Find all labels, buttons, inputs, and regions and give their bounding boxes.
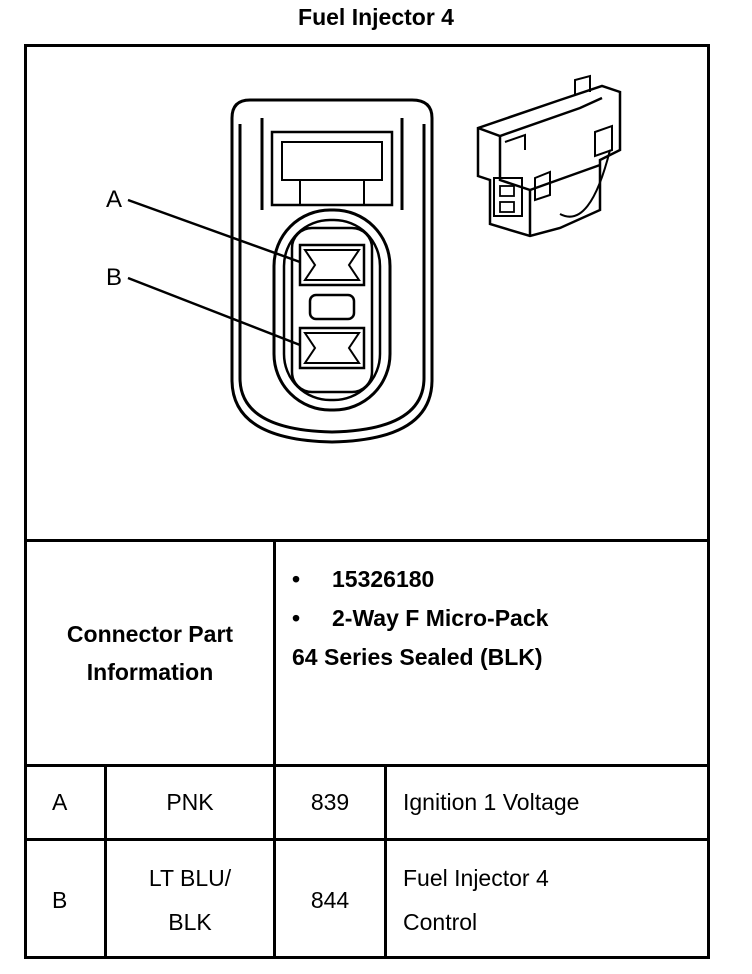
wire-color: PNK	[166, 789, 214, 815]
circuit-cell: 844	[276, 841, 384, 959]
pin-a-label: A	[106, 186, 122, 213]
divider	[24, 539, 710, 542]
part-info-details: • 15326180 • 2-Way F Micro-Pack 64 Series …	[292, 560, 702, 677]
divider	[104, 764, 107, 959]
pin-cell: A	[52, 767, 67, 838]
pin-id: B	[52, 886, 68, 913]
pin-a-leader	[127, 198, 301, 264]
wire-color-cell: LT BLU/ BLK	[107, 841, 273, 959]
divider	[384, 764, 387, 959]
circuit-function-line: Fuel Injector 4	[403, 865, 549, 891]
bullet: •	[292, 566, 301, 592]
pin-b-leader	[127, 276, 301, 347]
circuit-function-line: Control	[403, 909, 478, 935]
connector-family: • 2-Way F Micro-Pack	[292, 599, 702, 638]
part-info-label: Connector Part Information	[27, 542, 273, 764]
divider	[24, 838, 710, 841]
function-cell: Ignition 1 Voltage	[403, 767, 579, 838]
connector-diagram: A B	[106, 74, 622, 444]
divider	[273, 539, 276, 959]
wire-color-line: BLK	[168, 909, 212, 935]
circuit-cell: 839	[276, 767, 384, 838]
circuit-function: Ignition 1 Voltage	[403, 789, 580, 815]
circuit-number: 839	[310, 789, 350, 815]
function-cell: Fuel Injector 4 Control	[403, 841, 549, 959]
connector-table	[24, 44, 710, 959]
bullet-text: 2-Way F Micro-Pack	[332, 605, 549, 631]
wire-color-line: LT BLU/	[148, 865, 232, 891]
connector-3d-view	[476, 74, 622, 238]
page-title: Fuel Injector 4	[298, 4, 454, 30]
part-info-label-line: Connector Part	[66, 621, 234, 647]
pin-id: A	[52, 789, 68, 815]
part-number: • 15326180	[292, 560, 702, 599]
pin-cell: B	[52, 841, 67, 959]
wire-color-cell: PNK	[107, 767, 273, 838]
divider	[24, 764, 710, 767]
bullet-text: 15326180	[332, 566, 435, 592]
connector-face-view	[230, 98, 434, 444]
circuit-number: 844	[310, 886, 350, 913]
part-info-label-line: Information	[86, 659, 214, 685]
pin-b-label: B	[106, 264, 122, 291]
connector-series: 64 Series Sealed (BLK)	[292, 644, 543, 670]
bullet: •	[292, 605, 301, 631]
